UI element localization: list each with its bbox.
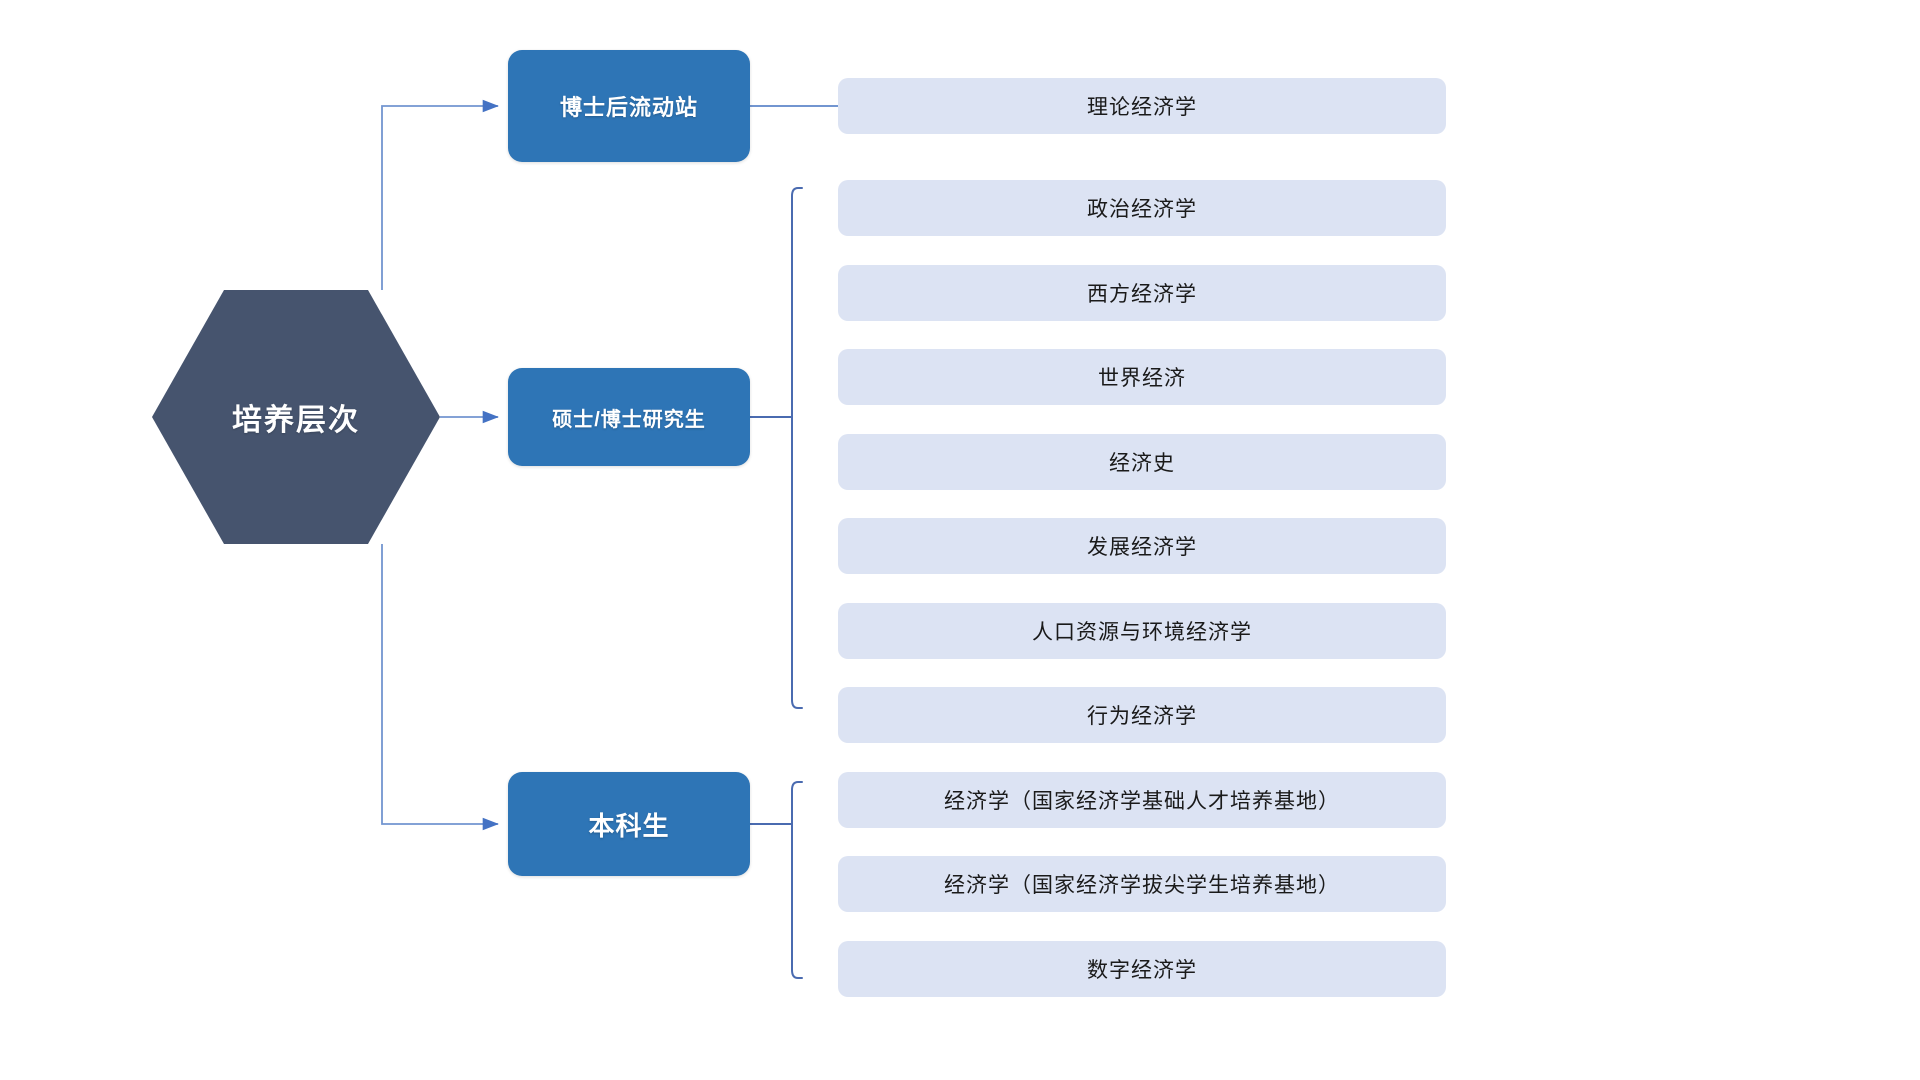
leaf-node-label: 行为经济学 [1087, 705, 1197, 728]
leaf-node-label: 经济学（国家经济学拔尖学生培养基地） [944, 874, 1340, 897]
leaf-node[interactable]: 经济史 [838, 434, 1446, 490]
leaf-node[interactable]: 人口资源与环境经济学 [838, 603, 1446, 659]
leaf-node[interactable]: 数字经济学 [838, 941, 1446, 997]
leaf-node[interactable]: 经济学（国家经济学拔尖学生培养基地） [838, 856, 1446, 912]
leaf-node-label: 数字经济学 [1087, 959, 1197, 982]
leaf-node[interactable]: 世界经济 [838, 349, 1446, 405]
leaf-node-label: 西方经济学 [1087, 283, 1197, 306]
leaf-node[interactable]: 经济学（国家经济学基础人才培养基地） [838, 772, 1446, 828]
branch-node-undergrad[interactable]: 本科生 [508, 772, 750, 876]
branch-node-graduate-label: 硕士/博士研究生 [552, 408, 706, 431]
leaf-node[interactable]: 行为经济学 [838, 687, 1446, 743]
branch-node-postdoc-label: 博士后流动站 [559, 95, 698, 120]
leaf-node-label: 理论经济学 [1087, 96, 1197, 119]
leaf-node[interactable]: 理论经济学 [838, 78, 1446, 134]
bracket-graduate [791, 187, 803, 709]
leaf-node-label: 世界经济 [1098, 367, 1186, 390]
leaf-node-label: 经济史 [1109, 452, 1175, 475]
leaf-node[interactable]: 西方经济学 [838, 265, 1446, 321]
branch-node-undergrad-label: 本科生 [588, 810, 670, 841]
connector-root-to-postdoc [381, 99, 499, 290]
leaf-node[interactable]: 发展经济学 [838, 518, 1446, 574]
branch-node-postdoc[interactable]: 博士后流动站 [508, 50, 750, 162]
leaf-node-label: 人口资源与环境经济学 [1032, 621, 1252, 644]
leaf-node[interactable]: 政治经济学 [838, 180, 1446, 236]
leaf-node-label: 政治经济学 [1087, 198, 1197, 221]
leaf-node-label: 发展经济学 [1087, 536, 1197, 559]
connector-root-to-undergrad [381, 544, 499, 831]
bracket-undergrad [791, 781, 803, 979]
branch-node-graduate[interactable]: 硕士/博士研究生 [508, 368, 750, 466]
root-node-label: 培养层次 [232, 404, 360, 437]
leaf-node-label: 经济学（国家经济学基础人才培养基地） [944, 790, 1340, 813]
root-node-培养层次[interactable]: 培养层次 [152, 290, 440, 544]
